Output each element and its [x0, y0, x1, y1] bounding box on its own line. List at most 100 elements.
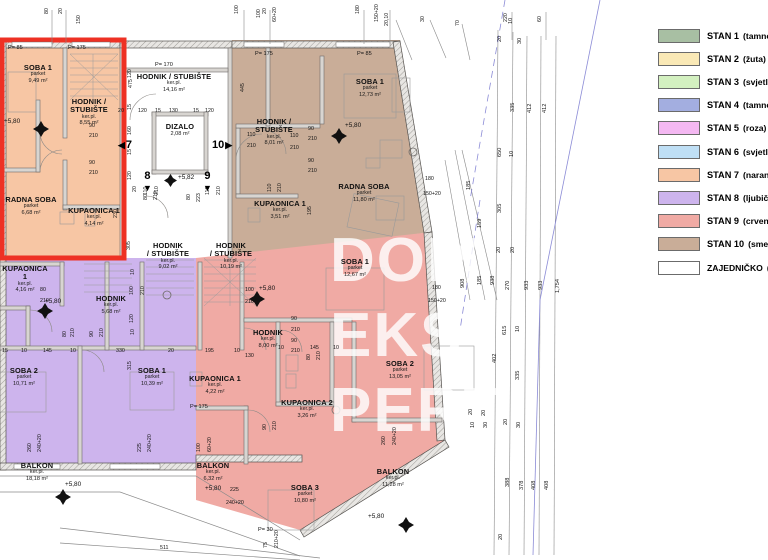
- dimension-text: 210: [216, 186, 222, 195]
- legend-color-swatch: [658, 28, 700, 43]
- dimension-text: 615: [502, 325, 508, 335]
- legend-color-name: (tamnoplava): [743, 100, 768, 111]
- dimension-text: 20: [497, 35, 503, 42]
- window-mark: P= 175: [255, 51, 273, 57]
- dimension-text: 60+20: [272, 7, 278, 22]
- dimension-text: 90: [89, 160, 95, 166]
- legend-row[interactable]: STAN 7(narančasta): [658, 167, 768, 182]
- legend-row[interactable]: STAN 1(tamnozelena): [658, 28, 768, 43]
- legend-color-name: (tamnozelena): [743, 30, 768, 41]
- legend-row[interactable]: STAN 9(crvena): [658, 214, 768, 229]
- section-arrow-label: 9: [204, 170, 211, 182]
- legend-color-swatch: [658, 237, 700, 252]
- dimension-text: 210: [308, 168, 317, 174]
- legend-row[interactable]: STAN 8(ljubičasta): [658, 190, 768, 205]
- dimension-text: 80: [44, 8, 50, 14]
- legend-row[interactable]: STAN 2 (žuta): [658, 51, 766, 66]
- legend-row[interactable]: STAN 6(svjetloplava): [658, 144, 768, 159]
- level-marker: +5,80: [345, 122, 362, 129]
- dimension-text: 160: [127, 126, 133, 135]
- dimension-text: 130: [169, 108, 178, 114]
- legend-row[interactable]: STAN 3(svjetlozelena): [658, 74, 768, 89]
- dimension-text: 1,754: [555, 279, 561, 293]
- dimension-text: 120: [127, 171, 133, 180]
- legend-color-name: (žuta): [743, 53, 766, 64]
- dimension-text: 511: [160, 545, 169, 551]
- dimension-text: 240+20: [226, 500, 244, 506]
- dimension-text: 100: [129, 286, 135, 295]
- dimension-text: 210: [291, 327, 300, 333]
- dimension-text: 315: [127, 361, 133, 370]
- dimension-text: 402: [492, 353, 498, 363]
- dimension-text: 445: [240, 83, 246, 92]
- dimension-text: 412: [527, 103, 533, 113]
- dimension-text: 10: [508, 17, 514, 24]
- dimension-text: 20: [58, 8, 64, 14]
- legend-panel: STAN 1(tamnozelena) STAN 2 (žuta) STAN 3(sv…: [655, 0, 768, 560]
- dimension-text: 110: [267, 183, 273, 192]
- dimension-text: 210: [277, 183, 283, 192]
- dimension-text: 10: [21, 348, 27, 354]
- dimension-text: 388: [505, 477, 511, 487]
- legend-row[interactable]: STAN 10(smeđa): [658, 237, 768, 252]
- dimension-text: 225: [230, 487, 239, 493]
- level-marker: +5,80: [65, 481, 82, 488]
- section-arrow-marker[interactable]: ◀7: [118, 139, 132, 151]
- dimension-text: 20: [262, 8, 268, 14]
- dimension-text: 20,10: [384, 12, 390, 26]
- legend-row[interactable]: STAN 5(roza): [658, 121, 766, 136]
- dimension-text: 15: [127, 104, 133, 110]
- legend-label: STAN 10: [707, 239, 745, 250]
- dimension-text: 412: [542, 103, 548, 113]
- dimension-text: 80: [40, 287, 46, 293]
- dimension-text: 150+20: [423, 191, 441, 197]
- dimension-text: 150+20: [374, 4, 380, 22]
- dimension-text: 210: [245, 299, 254, 305]
- dimension-text: 335: [515, 370, 521, 380]
- dimension-text: 120: [138, 108, 147, 114]
- legend-color-name: (svjetloplava): [743, 146, 768, 157]
- dimension-text: 225: [137, 443, 143, 452]
- legend-color-name: (svjetlozelena): [743, 76, 768, 87]
- legend-row[interactable]: ZAJEDNIČKO(bijela): [658, 260, 768, 275]
- section-arrow-label: 10: [212, 139, 225, 151]
- dimension-text: 150+20: [428, 298, 446, 304]
- dimension-text: 70: [455, 20, 461, 26]
- dimension-text: 933: [524, 280, 530, 290]
- legend-label: STAN 8: [707, 192, 739, 203]
- dimension-text: 100: [234, 5, 240, 14]
- arrow-down-icon: ▼: [143, 183, 152, 193]
- legend-row[interactable]: STAN 4(tamnoplava): [658, 98, 768, 113]
- window-mark: P= 30: [258, 527, 273, 533]
- dimension-text: 180: [432, 285, 441, 291]
- section-arrow-marker[interactable]: 9▼: [203, 170, 212, 193]
- level-marker: +5,80: [368, 513, 385, 520]
- section-arrow-label: 8: [144, 170, 151, 182]
- dimension-text: 30: [420, 16, 426, 22]
- dimension-text: 270: [505, 280, 511, 290]
- dimension-text: 90: [291, 316, 297, 322]
- level-marker: +5,80: [205, 485, 222, 492]
- dimension-text: 210: [154, 186, 160, 195]
- legend-label: STAN 2: [707, 53, 739, 64]
- dimension-text: 80: [306, 354, 312, 360]
- dimension-text: 145: [43, 348, 52, 354]
- dimension-text: 10: [509, 150, 515, 157]
- dimension-text: 120: [129, 314, 135, 323]
- dimension-text: 159: [477, 218, 483, 228]
- dimension-text: 100: [196, 443, 202, 452]
- dimension-text: 120: [205, 108, 214, 114]
- dimension-text: 260: [27, 443, 33, 452]
- dimension-text: 240+20: [392, 427, 398, 445]
- legend-color-swatch: [658, 214, 700, 229]
- section-arrow-marker[interactable]: 10▶: [212, 139, 232, 151]
- section-arrow-marker[interactable]: 8▼: [143, 170, 152, 193]
- legend-color-swatch: [658, 144, 700, 159]
- dimension-text: 80: [62, 331, 68, 337]
- legend-label: ZAJEDNIČKO: [707, 262, 763, 273]
- dimension-text: 15: [155, 108, 161, 114]
- dimension-text: 90: [89, 123, 95, 129]
- dimension-text: 185: [477, 275, 483, 285]
- dimension-text: 10: [278, 345, 284, 351]
